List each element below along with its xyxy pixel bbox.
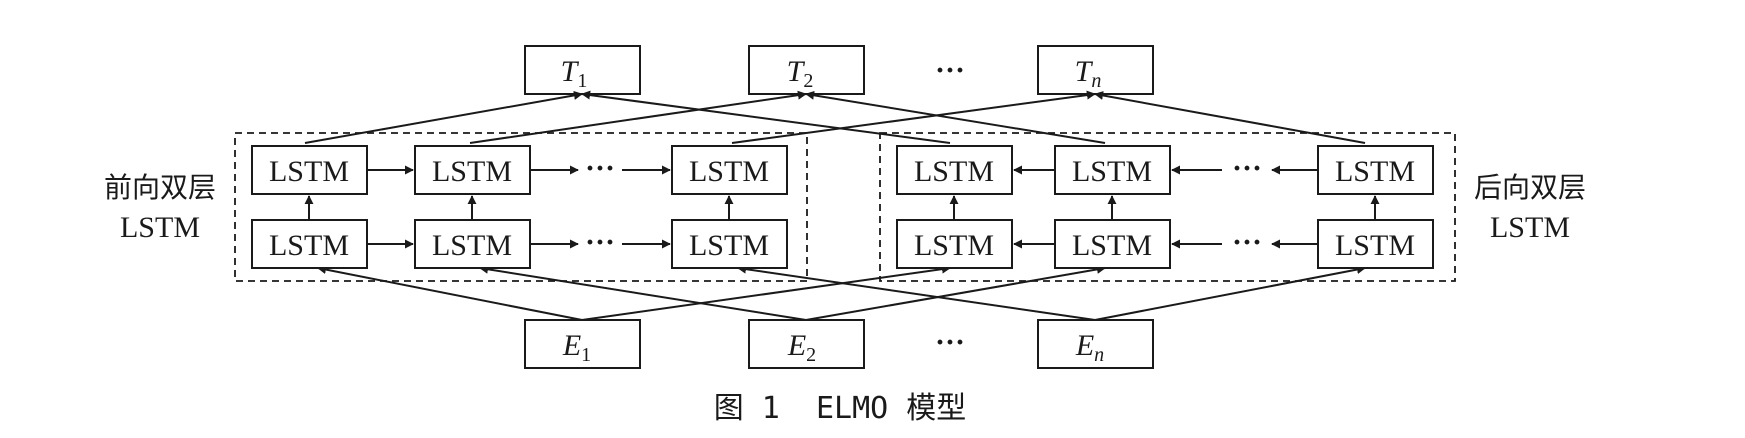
svg-text:LSTM: LSTM [914,229,994,262]
output-tn: Tn [1037,45,1154,95]
backward-label-line2: LSTM [1490,211,1570,244]
forward-lstm-top-n: LSTM [671,145,788,195]
svg-text:T2: T2 [787,55,814,92]
svg-text:LSTM: LSTM [1072,229,1152,262]
output-t2: T2 [748,45,865,95]
svg-text:LSTM: LSTM [1335,229,1415,262]
backward-lstm-top-1: LSTM [896,145,1013,195]
svg-text:LSTM: LSTM [689,155,769,188]
backward-lstm-bottom-1: LSTM [896,219,1013,269]
backward-label-line1: 后向双层 [1474,171,1586,204]
forward-lstm-bottom-1: LSTM [251,219,368,269]
forward-top-ellipsis: ··· [585,152,615,185]
forward-bottom-ellipsis: ··· [585,226,615,259]
backward-lstm-top-n: LSTM [1317,145,1434,195]
input-e1: E1 [524,319,641,369]
forward-label-line1: 前向双层 [104,171,216,204]
forward-lstm-top-2: LSTM [414,145,531,195]
vertical-arrows [304,195,1380,220]
backward-lstm-group [879,132,1456,282]
svg-text:T1: T1 [561,55,588,92]
svg-text:En: En [1075,329,1104,366]
svg-text:Tn: Tn [1075,55,1102,92]
svg-text:LSTM: LSTM [1335,155,1415,188]
backward-lstm-bottom-2: LSTM [1054,219,1171,269]
svg-text:LSTM: LSTM [269,229,349,262]
forward-lstm-bottom-n: LSTM [671,219,788,269]
input-edges [317,264,1366,321]
input-ellipsis: ··· [935,326,965,359]
forward-arrows [367,165,671,249]
svg-text:LSTM: LSTM [914,155,994,188]
svg-text:LSTM: LSTM [432,229,512,262]
output-t1: T1 [524,45,641,95]
output-edges [304,90,1366,144]
forward-label-line2: LSTM [120,211,200,244]
backward-lstm-top-2: LSTM [1054,145,1171,195]
svg-text:LSTM: LSTM [1072,155,1152,188]
svg-text:E1: E1 [562,329,591,366]
input-e2: E2 [748,319,865,369]
backward-arrows [1013,165,1318,249]
output-ellipsis: ··· [935,54,965,87]
svg-text:LSTM: LSTM [269,155,349,188]
forward-lstm-bottom-2: LSTM [414,219,531,269]
input-en: En [1037,319,1154,369]
backward-bottom-ellipsis: ··· [1232,226,1262,259]
forward-lstm-top-1: LSTM [251,145,368,195]
backward-top-ellipsis: ··· [1232,152,1262,185]
backward-lstm-bottom-n: LSTM [1317,219,1434,269]
svg-text:LSTM: LSTM [432,155,512,188]
figure-caption: 图 1 ELMO 模型 [714,391,967,426]
svg-text:E2: E2 [787,329,816,366]
svg-text:LSTM: LSTM [689,229,769,262]
